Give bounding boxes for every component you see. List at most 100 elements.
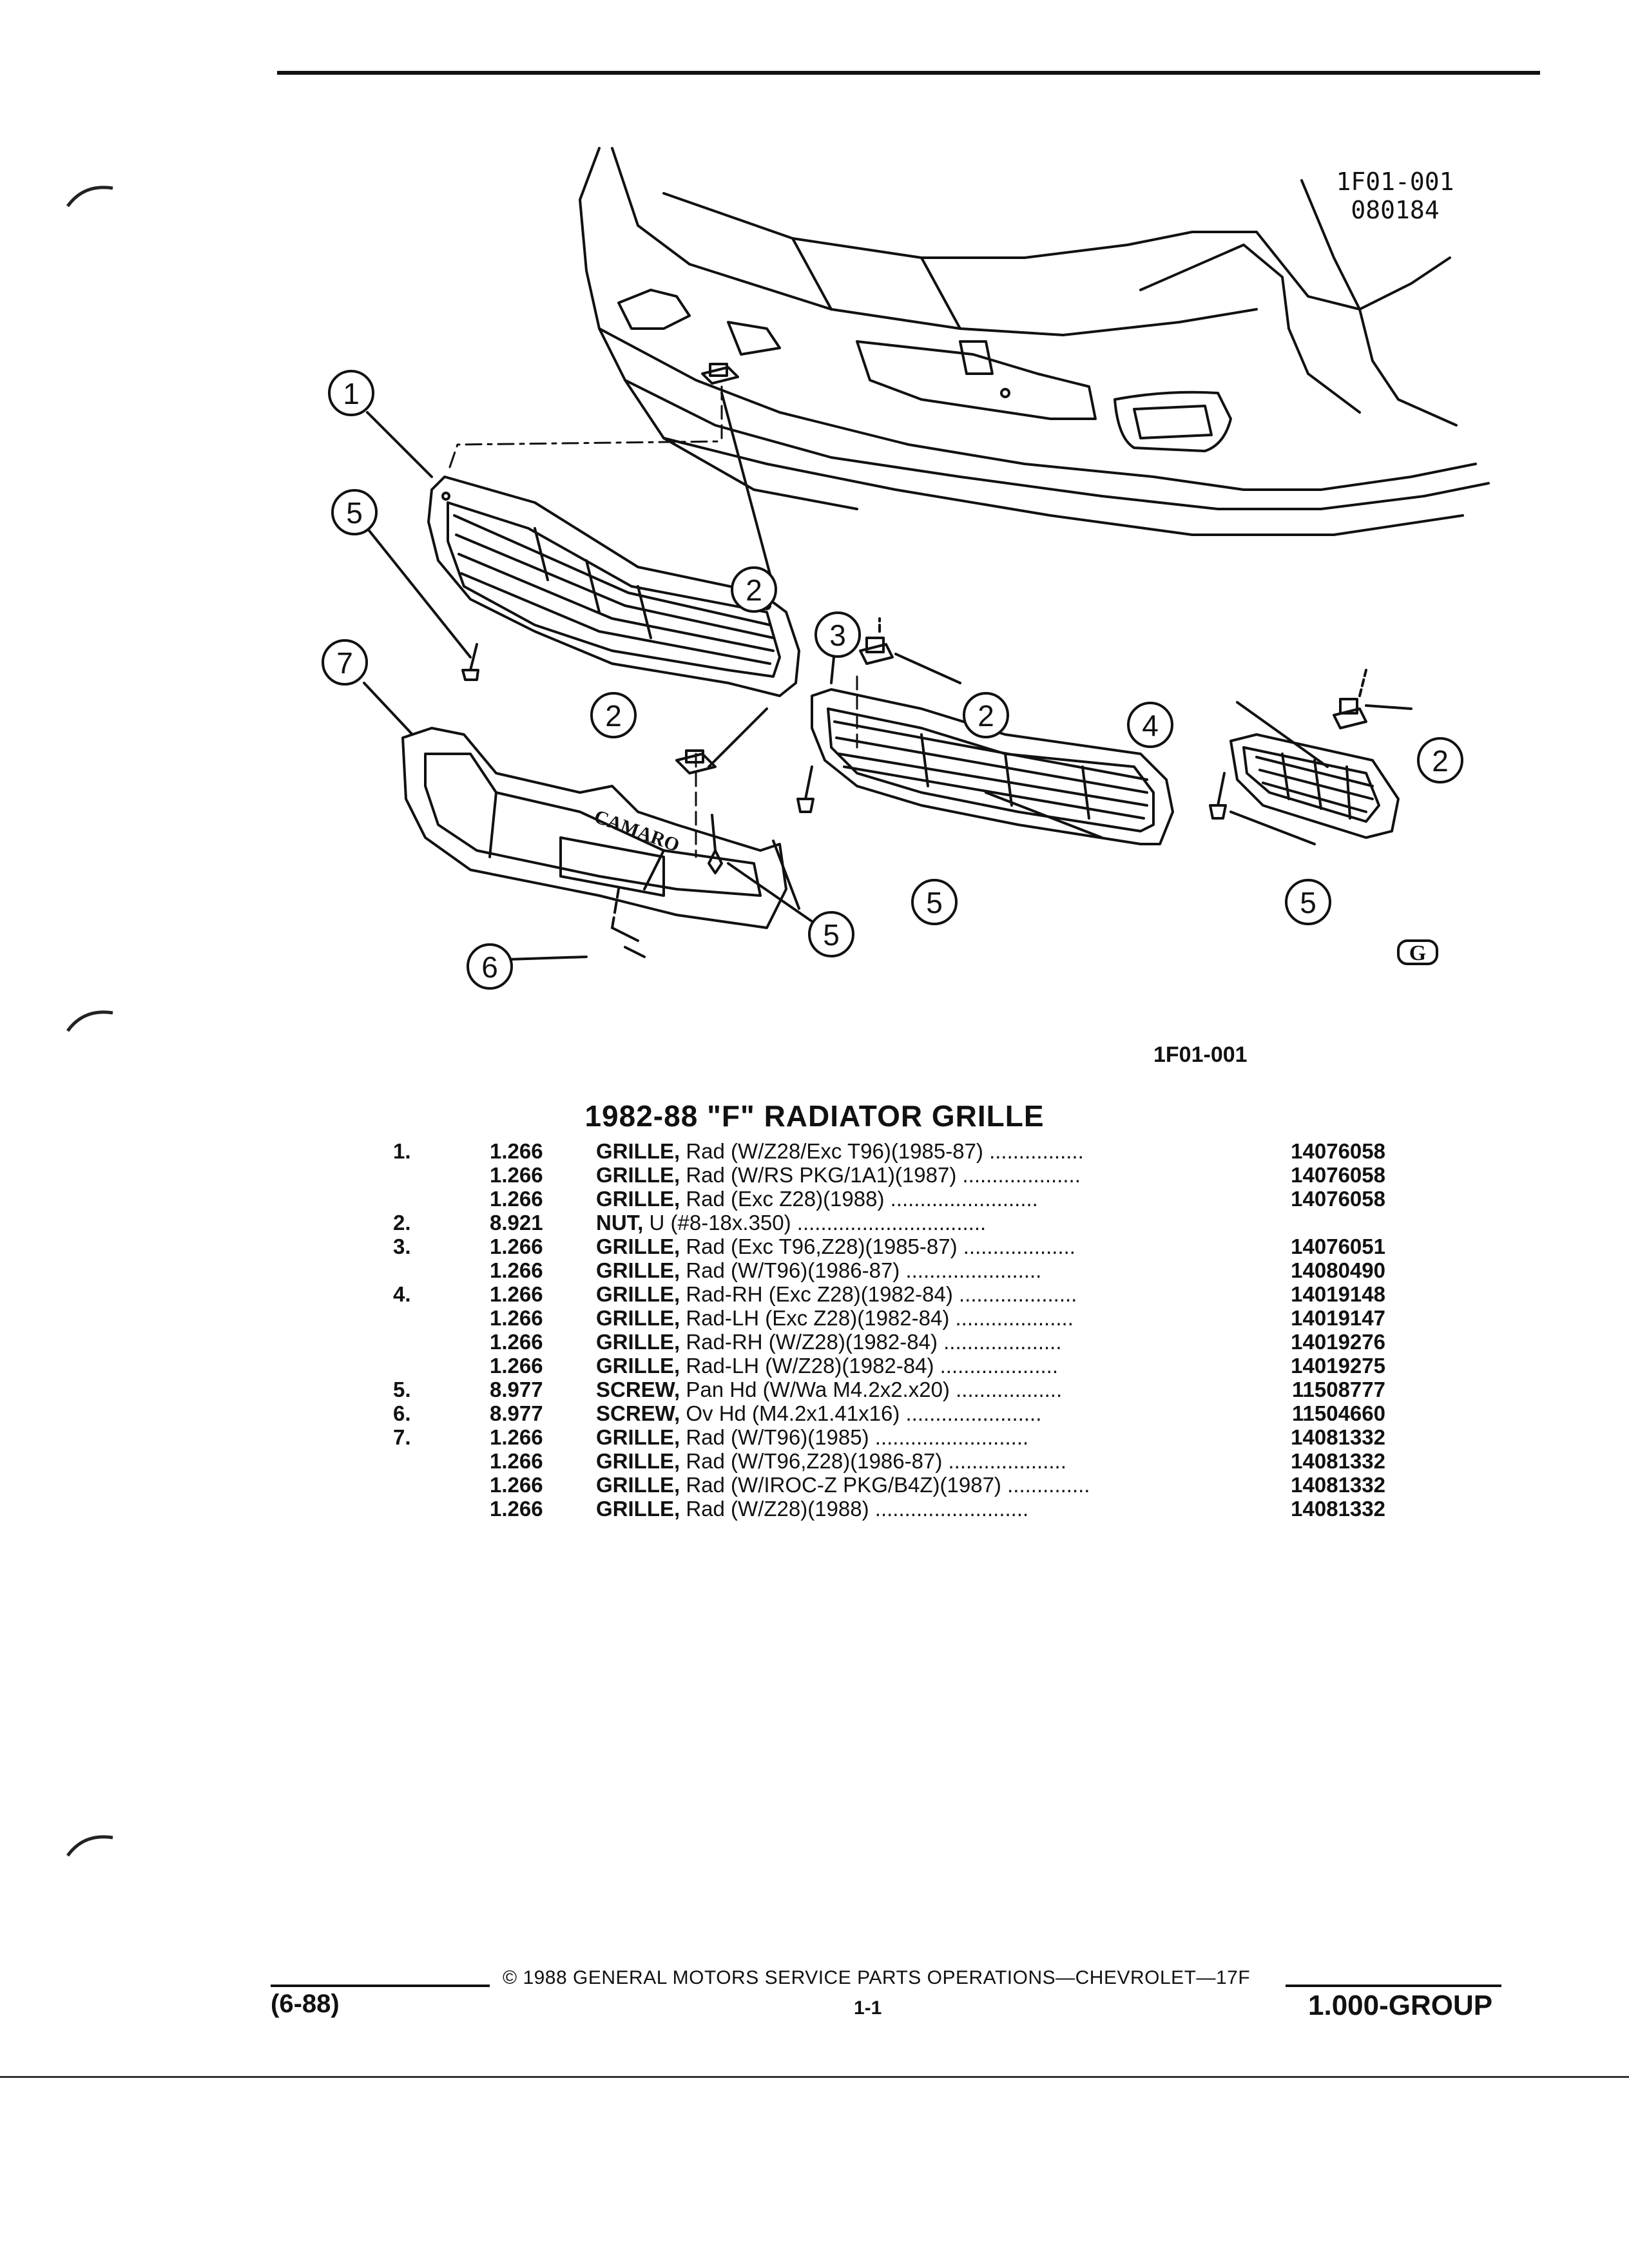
svg-text:5: 5 (346, 496, 363, 530)
part-name: GRILLE, (596, 1449, 680, 1473)
part-name: GRILLE, (596, 1235, 680, 1258)
part-number: 14081332 (1291, 1449, 1385, 1473)
footer-rule-right (1286, 1984, 1501, 1987)
part-description: GRILLE, Rad (W/T96,Z28)(1986-87) .......… (596, 1449, 1066, 1473)
part-name: GRILLE, (596, 1425, 680, 1449)
part-name: GRILLE, (596, 1330, 680, 1354)
part-detail: Pan Hd (W/Wa M4.2x2.x20) (680, 1378, 950, 1401)
part-description: GRILLE, Rad (W/Z28/Exc T96)(1985-87) ...… (596, 1139, 1084, 1163)
callout-2-a: 2 (731, 566, 777, 613)
part-number: 14019275 (1291, 1354, 1385, 1378)
part-number: 11508777 (1291, 1378, 1385, 1401)
item-number: 3. (393, 1235, 411, 1258)
item-number: 2. (393, 1211, 411, 1235)
part-description: GRILLE, Rad-RH (Exc Z28)(1982-84) ......… (596, 1282, 1077, 1306)
part-number: 14081332 (1291, 1497, 1385, 1521)
part-description: GRILLE, Rad-RH (W/Z28)(1982-84) ........… (596, 1330, 1062, 1354)
group-number: 1.266 (490, 1425, 543, 1449)
page-title: 1982-88 "F" RADIATOR GRILLE (584, 1099, 1045, 1133)
group-number: 1.266 (490, 1473, 543, 1497)
body-nut-2 (701, 363, 739, 385)
group-number: 1.266 (490, 1235, 543, 1258)
svg-text:2: 2 (978, 699, 994, 733)
footer-group: 1.000-GROUP (1308, 1990, 1493, 2021)
group-number: 1.266 (490, 1258, 543, 1282)
callout-2-b: 2 (590, 692, 637, 738)
item-number: 5. (393, 1378, 411, 1401)
leader-dots: .................... (949, 1306, 1074, 1330)
leader-dots: ................................ (791, 1211, 987, 1235)
footer-rule-left (271, 1984, 490, 1987)
parts-row: 1.266 GRILLE, Rad (W/T96)(1986-87) ......… (393, 1258, 1385, 1282)
group-number: 1.266 (490, 1354, 543, 1378)
part-description: GRILLE, Rad (W/IROC-Z PKG/B4Z)(1987) ...… (596, 1473, 1090, 1497)
leader-dots: ................... (957, 1235, 1075, 1258)
leader-dots: .............. (1001, 1473, 1090, 1497)
ref-code: 1F01-001 (1336, 168, 1454, 196)
part-detail: Rad (W/RS PKG/1A1)(1987) (680, 1163, 957, 1187)
diagram-ref-code: 1F01-001 080184 (1315, 168, 1476, 224)
group-number: 1.266 (490, 1163, 543, 1187)
svg-text:2: 2 (1432, 744, 1449, 778)
svg-text:5: 5 (926, 886, 943, 919)
part-description: SCREW, Pan Hd (W/Wa M4.2x2.x20) ........… (596, 1378, 1062, 1401)
part-name: GRILLE, (596, 1163, 680, 1187)
svg-text:2: 2 (605, 699, 622, 733)
part-number: 11504660 (1291, 1401, 1385, 1425)
part-detail: Rad (W/T96)(1985) (680, 1425, 869, 1449)
part-description: GRILLE, Rad (W/T96)(1985) ..............… (596, 1425, 1028, 1449)
part-description: GRILLE, Rad (Exc Z28)(1988) ............… (596, 1187, 1038, 1211)
part-detail: Rad-LH (Exc Z28)(1982-84) (680, 1306, 950, 1330)
part-detail: Rad (W/T96)(1986-87) (680, 1258, 900, 1282)
svg-text:5: 5 (823, 918, 840, 952)
parts-row: 1.266 GRILLE, Rad (W/RS PKG/1A1)(1987) ..… (393, 1163, 1385, 1187)
callout-2-c: 2 (963, 692, 1009, 738)
part-description: GRILLE, Rad (W/RS PKG/1A1)(1987) .......… (596, 1163, 1081, 1187)
leader-dots: .................... (942, 1449, 1066, 1473)
part-number: 14076058 (1291, 1139, 1385, 1163)
part-name: GRILLE, (596, 1258, 680, 1282)
part-number: 14081332 (1291, 1425, 1385, 1449)
group-number: 8.921 (490, 1211, 543, 1235)
leader-dots: .......................... (869, 1497, 1029, 1521)
car-front-body (579, 147, 1490, 536)
parts-row: 1.266 GRILLE, Rad (W/IROC-Z PKG/B4Z)(1987… (393, 1473, 1385, 1497)
corner-g-mark: G (1397, 939, 1438, 965)
grille-1 (427, 476, 800, 697)
callout-7: 7 (322, 639, 368, 686)
part-detail: Ov Hd (M4.2x1.41x16) (680, 1401, 900, 1425)
binding-mark-2 (66, 1010, 113, 1032)
leader-dots: .................... (956, 1163, 1081, 1187)
part-number: 14019148 (1291, 1282, 1385, 1306)
binding-mark-3 (66, 1835, 113, 1857)
group-number: 1.266 (490, 1282, 543, 1306)
part-detail: Rad-RH (W/Z28)(1982-84) (680, 1330, 938, 1354)
part-detail: Rad (W/IROC-Z PKG/B4Z)(1987) (680, 1473, 1001, 1497)
svg-text:6: 6 (481, 950, 498, 984)
part-name: GRILLE, (596, 1282, 680, 1306)
grille-3 (811, 688, 1174, 845)
part-number: 14019276 (1291, 1330, 1385, 1354)
leader-dots: .................... (952, 1282, 1077, 1306)
grille-1-screw (461, 643, 479, 681)
callout-5-d: 5 (1285, 879, 1331, 925)
bottom-scan-line (0, 2076, 1629, 2078)
item-number: 1. (393, 1139, 411, 1163)
part-name: GRILLE, (596, 1473, 680, 1497)
diagram-caption-code: 1F01-001 (1153, 1043, 1248, 1067)
part-description: GRILLE, Rad (W/T96)(1986-87) ...........… (596, 1258, 1041, 1282)
group-number: 1.266 (490, 1330, 543, 1354)
part-description: NUT, U (#8-18x.350) ....................… (596, 1211, 986, 1235)
svg-text:5: 5 (1300, 886, 1316, 919)
svg-text:3: 3 (829, 619, 846, 652)
leader-dots: ....................... (900, 1401, 1042, 1425)
ref-date: 080184 (1351, 196, 1440, 224)
svg-text:4: 4 (1142, 709, 1159, 742)
part-detail: Rad (Exc Z28)(1988) (680, 1187, 885, 1211)
part-description: GRILLE, Rad (Exc T96,Z28)(1985-87) .....… (596, 1235, 1075, 1258)
